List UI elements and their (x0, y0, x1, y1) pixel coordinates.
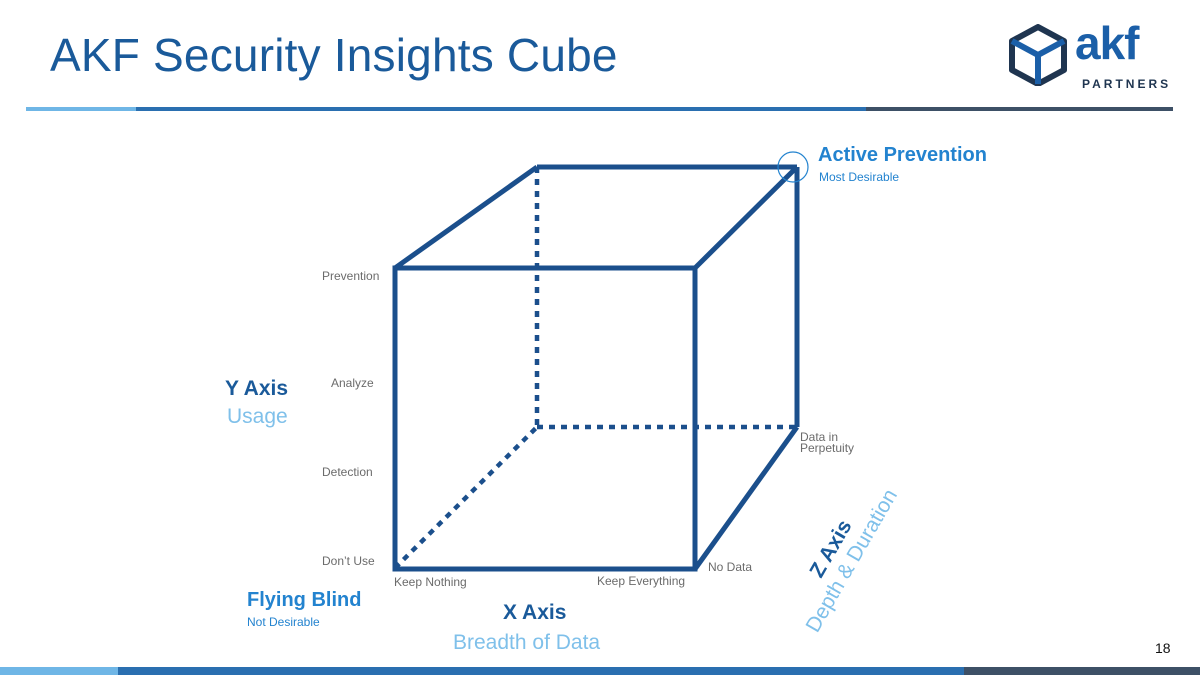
top-left-edge (393, 164, 539, 271)
logo-subtitle: PARTNERS (1082, 77, 1172, 91)
cube-logo-icon (1009, 24, 1067, 86)
y-axis-subtitle: Usage (227, 405, 288, 428)
z-tick-data-in: Data in (800, 430, 839, 444)
x-axis-title: X Axis (503, 601, 567, 624)
top-right-edge (693, 165, 799, 270)
x-axis-subtitle: Breadth of Data (453, 631, 601, 654)
footer-divider (0, 667, 1200, 675)
slide-title: AKF Security Insights Cube (50, 29, 618, 81)
bottom-right-edge (692, 425, 800, 571)
x-tick-keep-everything: Keep Everything (597, 574, 686, 588)
logo-wordmark: akf (1075, 17, 1139, 69)
x-tick-keep-nothing: Keep Nothing (394, 575, 467, 589)
y-tick-detection: Detection (322, 465, 373, 479)
hidden-edge-depth (393, 425, 539, 570)
header-divider (26, 107, 1173, 111)
active-prevention-title: Active Prevention (818, 144, 987, 166)
y-axis-title: Y Axis (225, 377, 289, 400)
y-tick-prevention: Prevention (322, 269, 380, 283)
y-tick-analyze: Analyze (331, 376, 374, 390)
z-tick-perpetuity: Perpetuity (800, 441, 855, 455)
y-tick-dont-use: Don’t Use (322, 554, 375, 568)
active-prevention-subtitle: Most Desirable (819, 170, 900, 184)
cube-front-face (392, 265, 698, 572)
z-tick-no-data: No Data (708, 560, 753, 574)
flying-blind-title: Flying Blind (247, 589, 362, 611)
akf-logo: akf PARTNERS (1008, 17, 1178, 92)
active-prevention-marker (777, 151, 809, 183)
flying-blind-subtitle: Not Desirable (247, 615, 320, 629)
page-number: 18 (1155, 640, 1171, 656)
